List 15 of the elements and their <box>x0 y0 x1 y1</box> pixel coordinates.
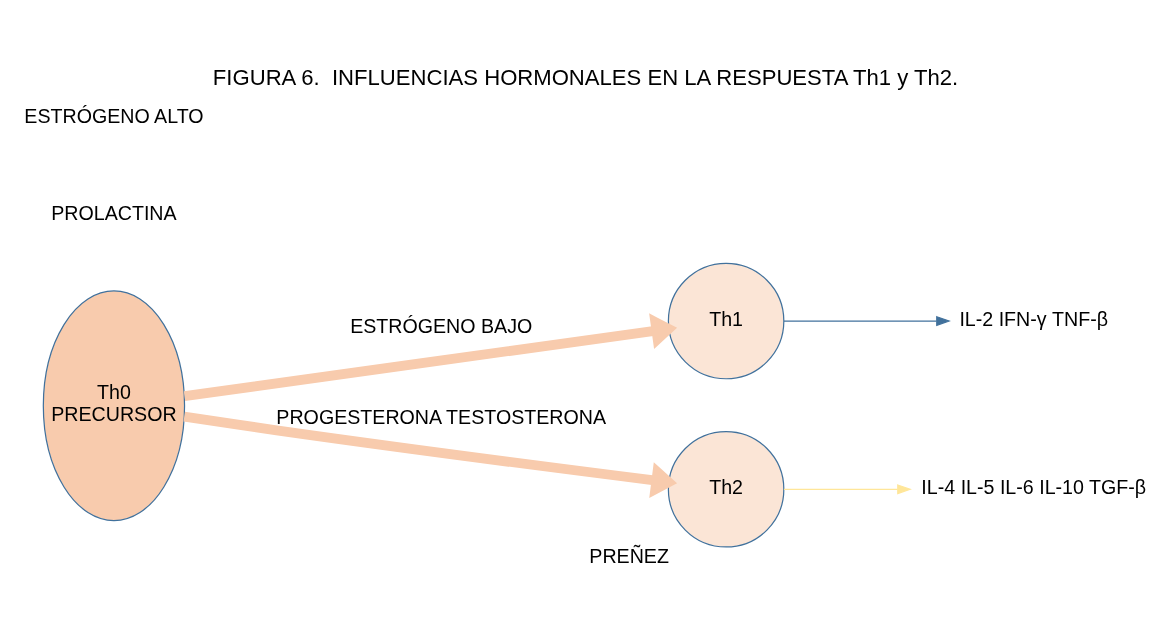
arrow <box>183 411 678 498</box>
label: PROLACTINA <box>51 202 177 225</box>
node-text: IL-4 IL-5 IL-6 IL-10 TGF-β <box>921 475 1147 498</box>
node-ellipse: Th0 PRECURSOR <box>42 290 186 522</box>
diagram-title: FIGURA 6. INFLUENCIAS HORMONALES EN LA RESPUESTA Th1 y Th2. <box>212 64 959 90</box>
node-label: PREÑEZ <box>589 544 669 567</box>
arrow <box>783 484 912 495</box>
node-circle: Th1 <box>667 262 785 380</box>
edge-label: PROGESTERONA TESTOSTERONA <box>276 405 607 428</box>
arrow <box>183 313 678 401</box>
node-text: IL-2 IFN-γ TNF-β <box>959 307 1109 330</box>
edge-label: ESTRÓGENO BAJO <box>350 315 533 338</box>
arrow <box>783 315 951 327</box>
node-circle: Th2 <box>667 430 785 548</box>
label: ESTRÓGENO ALTO <box>24 105 204 128</box>
